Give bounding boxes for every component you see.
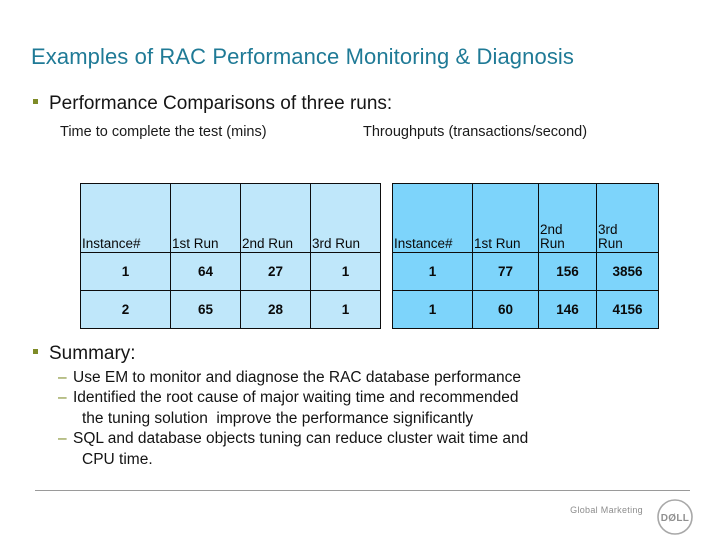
header-instance: Instance# (80, 183, 171, 253)
cell-2nd-run: 146 (538, 290, 597, 329)
bullet-square-icon (33, 349, 38, 354)
summary-bullet: Summary: (33, 343, 136, 365)
svg-text:DØLL: DØLL (661, 513, 689, 524)
cell-3rd-run: 4156 (596, 290, 659, 329)
bullet-square-icon (33, 99, 38, 104)
cell-instance: 1 (392, 252, 473, 291)
dash-marker-icon: – (58, 430, 67, 448)
time-results-table: Instance# 1st Run 2nd Run 3rd Run 1 64 2… (80, 183, 381, 329)
performance-comparison-bullet: Performance Comparisons of three runs: (33, 93, 392, 115)
cell-2nd-run: 27 (240, 252, 311, 291)
header-3rd-run-line1: 3rd (598, 222, 618, 238)
table-captions: Time to complete the test (mins) Through… (0, 124, 720, 144)
header-1st-run: 1st Run (170, 183, 241, 253)
dell-logo-icon: DØLL (656, 498, 694, 536)
table-header-row: Instance# 1st Run 2nd Run 3rd Run (80, 183, 381, 253)
summary-item-line2: the tuning solution improve the performa… (82, 409, 474, 427)
cell-3rd-run: 1 (310, 252, 381, 291)
summary-item-text: Identified the root cause of major waiti… (73, 388, 698, 429)
list-item: – Identified the root cause of major wai… (58, 388, 698, 429)
page-title: Examples of RAC Performance Monitoring &… (31, 44, 575, 69)
table-row: 1 64 27 1 (80, 252, 381, 291)
cell-1st-run: 60 (472, 290, 539, 329)
header-2nd-run: 2nd Run (240, 183, 311, 253)
summary-list: – Use EM to monitor and diagnose the RAC… (58, 368, 698, 470)
header-instance: Instance# (392, 183, 473, 253)
list-item: – SQL and database objects tuning can re… (58, 429, 698, 470)
summary-item-text: Use EM to monitor and diagnose the RAC d… (73, 369, 522, 386)
caption-throughputs: Throughputs (transactions/second) (363, 124, 588, 140)
header-3rd-run-line2: Run (598, 236, 623, 252)
caption-time-to-complete: Time to complete the test (mins) (60, 124, 267, 140)
header-2nd-run-line2: Run (540, 236, 565, 252)
header-2nd-run-line1: 2nd (540, 222, 563, 238)
cell-instance: 1 (392, 290, 473, 329)
table-row: 1 60 146 4156 (392, 290, 659, 329)
header-1st-run: 1st Run (472, 183, 539, 253)
cell-1st-run: 65 (170, 290, 241, 329)
cell-2nd-run: 156 (538, 252, 597, 291)
cell-1st-run: 64 (170, 252, 241, 291)
footer-divider (35, 490, 690, 491)
summary-item-line1: SQL and database objects tuning can redu… (73, 430, 529, 448)
dash-marker-icon: – (58, 369, 67, 386)
footer-label: Global Marketing (570, 505, 643, 515)
table-row: 1 77 156 3856 (392, 252, 659, 291)
performance-comparison-label: Performance Comparisons of three runs: (49, 93, 393, 114)
cell-instance: 2 (80, 290, 171, 329)
header-3rd-run: 3rd Run (310, 183, 381, 253)
cell-1st-run: 77 (472, 252, 539, 291)
table-row: 2 65 28 1 (80, 290, 381, 329)
dash-marker-icon: – (58, 389, 67, 407)
cell-3rd-run: 1 (310, 290, 381, 329)
summary-item-line1: Identified the root cause of major waiti… (73, 389, 519, 407)
summary-label: Summary: (49, 343, 136, 364)
list-item: – Use EM to monitor and diagnose the RAC… (58, 368, 698, 388)
cell-instance: 1 (80, 252, 171, 291)
cell-3rd-run: 3856 (596, 252, 659, 291)
summary-item-text: SQL and database objects tuning can redu… (73, 429, 698, 470)
cell-2nd-run: 28 (240, 290, 311, 329)
summary-item-line2: CPU time. (82, 450, 153, 468)
